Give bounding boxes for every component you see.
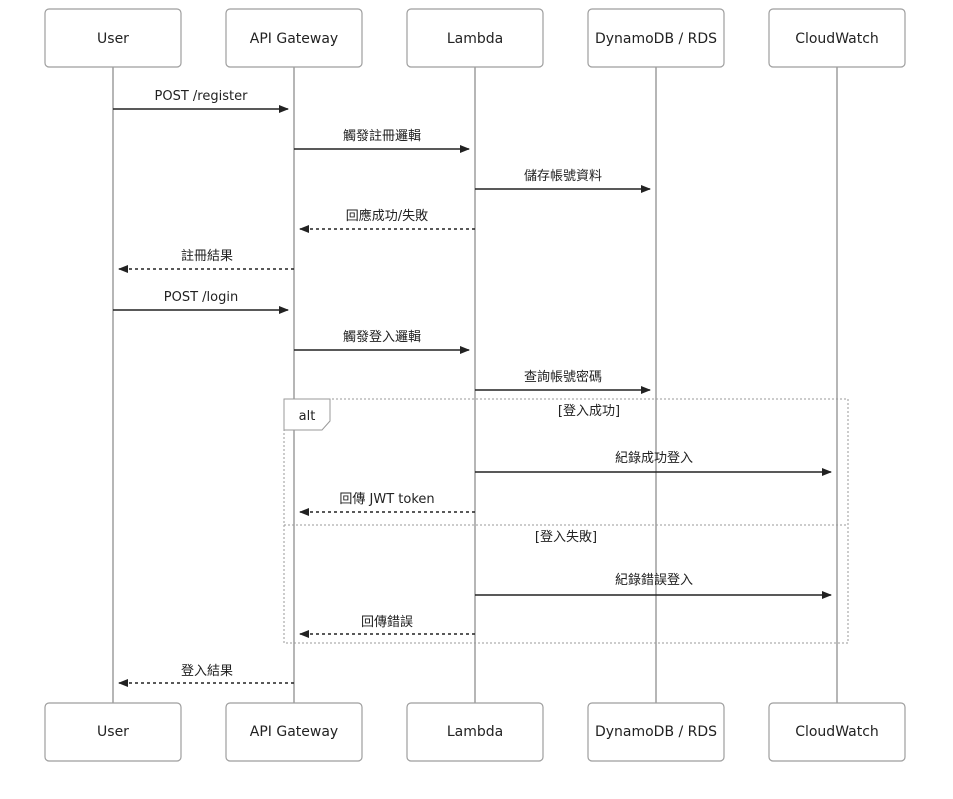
message-trigger-register: 觸發註冊邏輯 [294, 129, 470, 153]
message-query-credentials: 查詢帳號密碼 [475, 369, 651, 394]
message-log-error: 紀錄錯誤登入 [475, 572, 832, 599]
message-label: 觸發註冊邏輯 [343, 129, 421, 144]
participant-lambda-bottom: Lambda [406, 702, 544, 762]
alt-condition-success: [登入成功] [558, 404, 620, 419]
message-return-jwt: 回傳 JWT token [299, 492, 475, 516]
participant-box [44, 702, 182, 762]
participant-db-top: DynamoDB / RDS [587, 8, 725, 68]
participant-label: User [97, 724, 129, 740]
participant-cloudwatch-top: CloudWatch [768, 8, 906, 68]
message-log-success: 紀錄成功登入 [475, 451, 832, 476]
participant-box [406, 702, 544, 762]
participant-label: CloudWatch [795, 724, 879, 740]
alt-frame-label: alt [299, 409, 316, 424]
participant-box [587, 702, 725, 762]
alt-frame-tab [283, 398, 331, 431]
participant-box [587, 8, 725, 68]
participant-label: CloudWatch [795, 31, 879, 47]
participant-label: API Gateway [250, 724, 338, 740]
participant-label: Lambda [447, 31, 503, 47]
message-reply-result: 回應成功/失敗 [299, 208, 475, 233]
participant-box [768, 8, 906, 68]
message-post-register: POST /register [113, 89, 289, 113]
message-label: 觸發登入邏輯 [343, 330, 421, 345]
message-label: 紀錄錯誤登入 [615, 572, 693, 588]
message-label: 查詢帳號密碼 [524, 369, 602, 385]
participant-box [406, 8, 544, 68]
participant-db-bottom: DynamoDB / RDS [587, 702, 725, 762]
participants-bottom: User API Gateway Lambda DynamoDB / RDS C… [44, 702, 906, 762]
participant-box [44, 8, 182, 68]
message-trigger-login: 觸發登入邏輯 [294, 330, 470, 354]
alt-frame-border [283, 398, 849, 644]
participant-lambda-top: Lambda [406, 8, 544, 68]
participant-label: DynamoDB / RDS [595, 31, 717, 47]
participant-user-top: User [44, 8, 182, 68]
message-login-result: 登入結果 [118, 664, 294, 687]
message-label: 回傳 JWT token [339, 492, 434, 507]
alt-condition-failure: [登入失敗] [535, 530, 597, 545]
message-label: 註冊結果 [181, 249, 233, 264]
message-label: 儲存帳號資料 [524, 169, 602, 184]
participant-label: DynamoDB / RDS [595, 724, 717, 740]
participant-user-bottom: User [44, 702, 182, 762]
messages: POST /register 觸發註冊邏輯 儲存帳號資料 回應成功/失敗 註冊結… [113, 89, 832, 687]
participant-label: Lambda [447, 724, 503, 740]
participants-top: User API Gateway Lambda DynamoDB / RDS C… [44, 8, 906, 68]
lifelines [112, 67, 838, 703]
participant-cloudwatch-bottom: CloudWatch [768, 702, 906, 762]
participant-box [225, 8, 363, 68]
alt-fragment: alt [登入成功] [登入失敗] [283, 398, 849, 644]
message-post-login: POST /login [113, 290, 289, 314]
message-label: POST /login [164, 290, 238, 305]
participant-gateway-bottom: API Gateway [225, 702, 363, 762]
participant-label: User [97, 31, 129, 47]
message-label: 紀錄成功登入 [615, 451, 693, 466]
participant-box [768, 702, 906, 762]
message-register-result: 註冊結果 [118, 249, 294, 273]
message-return-error: 回傳錯誤 [299, 614, 475, 638]
message-label: POST /register [155, 89, 249, 104]
message-label: 回應成功/失敗 [346, 208, 428, 224]
message-label: 登入結果 [181, 664, 233, 679]
message-label: 回傳錯誤 [361, 614, 413, 630]
participant-label: API Gateway [250, 31, 338, 47]
participant-gateway-top: API Gateway [225, 8, 363, 68]
message-store-account: 儲存帳號資料 [475, 169, 651, 193]
participant-box [225, 702, 363, 762]
